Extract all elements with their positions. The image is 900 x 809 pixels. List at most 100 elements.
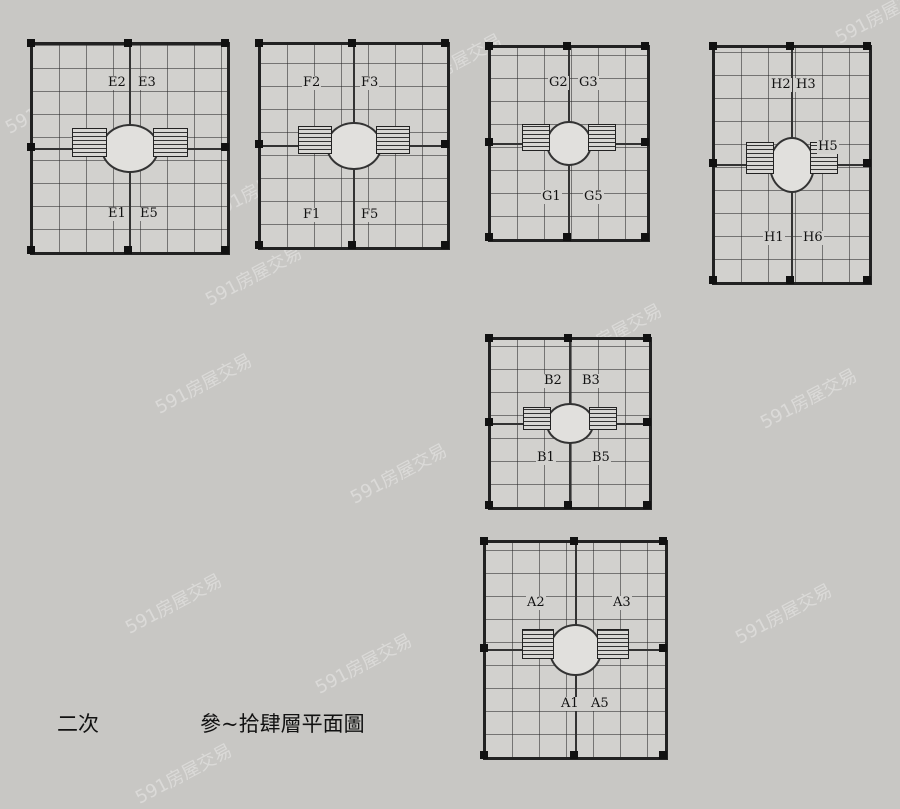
column: [659, 537, 667, 545]
column: [863, 159, 871, 167]
column: [27, 142, 35, 151]
column: [480, 537, 488, 545]
unit-label: B5: [591, 450, 611, 465]
unit-label: E2: [107, 75, 127, 90]
column: [709, 42, 717, 50]
watermark: 591房屋交易: [756, 365, 861, 434]
watermark: 591房屋交易: [346, 440, 451, 509]
column: [124, 246, 132, 254]
floor-plan-a: [480, 537, 668, 760]
stair-icon: [587, 124, 616, 152]
watermark: 591房屋交易: [131, 740, 236, 809]
column: [441, 241, 449, 249]
column: [485, 334, 493, 342]
column: [863, 276, 871, 284]
column: [221, 246, 229, 254]
floor-plan-b: [485, 334, 652, 510]
lobby-core: [100, 123, 160, 174]
unit-label: G1: [541, 189, 562, 204]
caption-title: 參~拾肆層平面圖: [200, 712, 365, 736]
watermark: 591房屋交易: [311, 630, 416, 699]
column: [563, 233, 571, 241]
column: [480, 644, 488, 652]
unit-label: G3: [578, 75, 599, 90]
column: [786, 42, 794, 50]
column: [569, 751, 578, 759]
unit-label: E5: [139, 206, 159, 221]
column: [709, 159, 717, 167]
column: [441, 39, 449, 47]
column: [659, 644, 667, 652]
watermark: 591房屋交易: [731, 580, 836, 649]
stair-icon: [522, 406, 552, 431]
unit-label: F3: [360, 75, 380, 90]
stair-icon: [521, 628, 555, 659]
column: [643, 334, 651, 342]
column: [221, 142, 229, 151]
floor-plan-e: [27, 39, 230, 255]
column: [641, 233, 649, 241]
unit-label: H6: [802, 230, 824, 245]
column: [569, 537, 578, 545]
unit-label: H2: [770, 77, 792, 92]
column: [709, 276, 717, 284]
column: [563, 42, 571, 50]
column: [27, 246, 35, 254]
stair-icon: [596, 628, 630, 659]
column: [485, 233, 493, 241]
stair-icon: [588, 406, 618, 431]
column: [221, 39, 229, 47]
watermark: 591房屋交易: [151, 350, 256, 419]
unit-label: G5: [583, 189, 604, 204]
unit-label: A1: [560, 696, 580, 711]
unit-label: F1: [302, 207, 322, 222]
column: [564, 501, 572, 509]
column: [659, 751, 667, 759]
column: [348, 39, 356, 47]
lobby-core: [545, 120, 593, 167]
stair-icon: [298, 125, 332, 155]
unit-label: F2: [302, 75, 322, 90]
unit-label: A3: [612, 595, 632, 610]
unit-label: G2: [548, 75, 569, 90]
lobby-core: [548, 624, 603, 676]
column: [124, 39, 132, 47]
column: [641, 42, 649, 50]
column: [255, 39, 263, 47]
stair-icon: [522, 124, 551, 152]
column: [441, 140, 449, 148]
unit-label: H1: [763, 230, 785, 245]
lobby-core: [546, 403, 594, 444]
column: [348, 241, 356, 249]
column: [480, 751, 488, 759]
column: [863, 42, 871, 50]
column: [485, 501, 493, 509]
floor-plan-f: [255, 39, 450, 250]
column: [564, 334, 572, 342]
column: [643, 501, 651, 509]
floor-plan-g: [485, 42, 650, 242]
unit-label: A2: [526, 595, 546, 610]
caption-left: 二次: [57, 712, 99, 736]
stair-icon: [745, 141, 774, 175]
unit-label: A5: [590, 696, 610, 711]
stair-icon: [71, 127, 107, 157]
column: [786, 276, 794, 284]
unit-label: H5: [817, 139, 839, 154]
unit-label: H3: [795, 77, 817, 92]
unit-label: B2: [543, 373, 563, 388]
unit-label: B1: [536, 450, 556, 465]
unit-label: E1: [107, 206, 127, 221]
column: [485, 417, 493, 426]
stair-icon: [810, 141, 839, 175]
unit-label: B3: [581, 373, 601, 388]
unit-label: F5: [360, 207, 380, 222]
lobby-core: [768, 136, 816, 194]
stair-icon: [376, 125, 410, 155]
unit-label: E3: [137, 75, 157, 90]
watermark: 591房屋交易: [121, 570, 226, 639]
column: [485, 137, 493, 146]
column: [27, 39, 35, 47]
lobby-core: [326, 121, 382, 171]
floor-plan-h: [709, 42, 872, 285]
